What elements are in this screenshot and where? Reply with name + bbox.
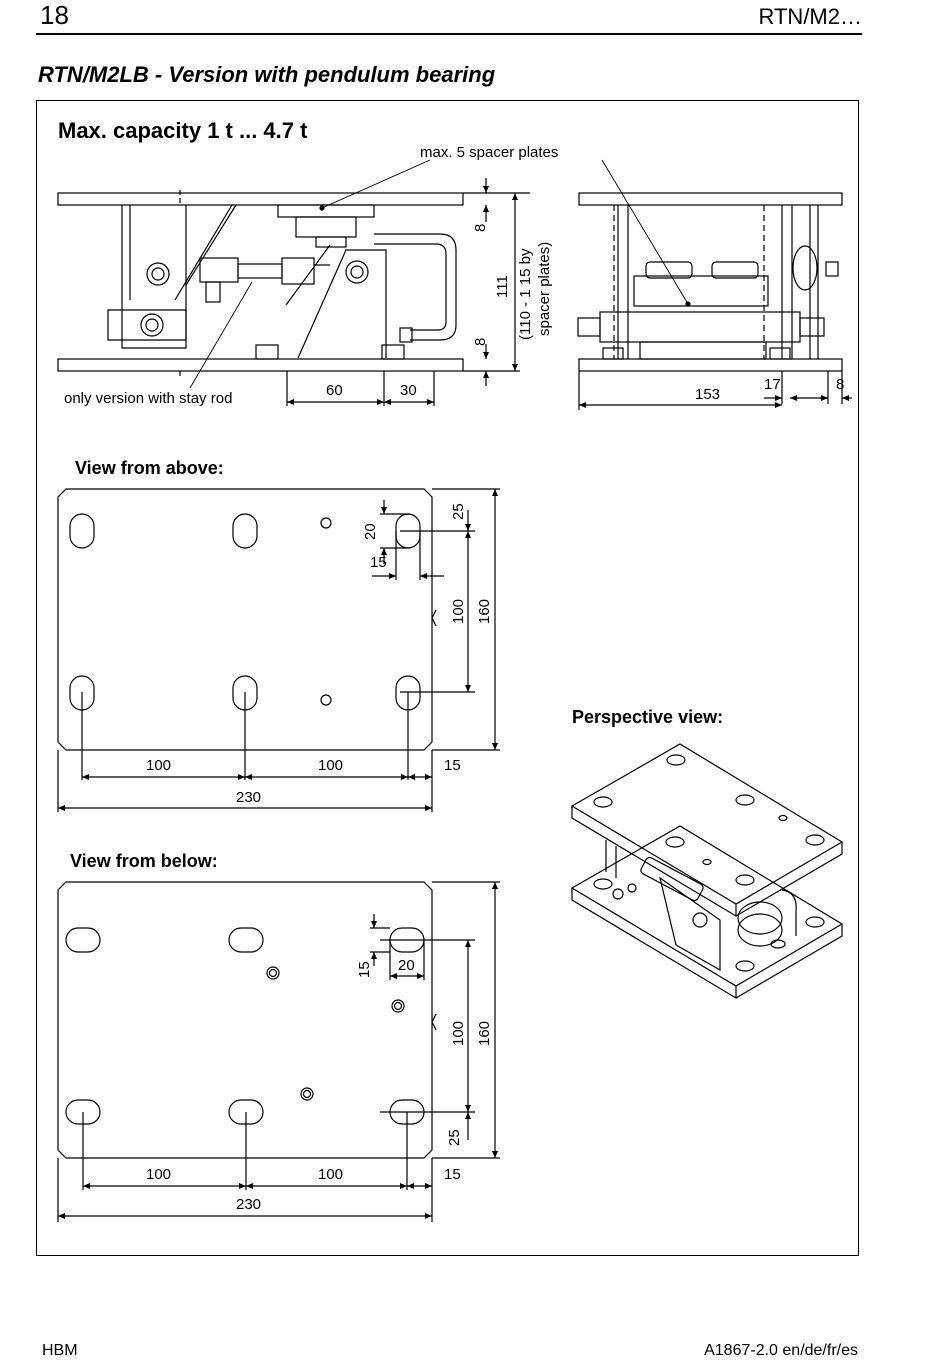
above-dim-160: 160	[476, 598, 493, 624]
footer-brand: HBM	[42, 1342, 78, 1359]
stay-rod-note: only version with stay rod	[64, 390, 233, 407]
below-dim-20: 20	[398, 957, 415, 974]
dim-17: 17	[764, 376, 781, 393]
above-dim-100-right: 100	[318, 757, 344, 774]
above-dim-100-left: 100	[146, 757, 172, 774]
side-view-drawing	[57, 159, 530, 406]
below-dim-160: 160	[476, 1020, 493, 1046]
below-dim-15-slot: 15	[356, 961, 373, 978]
above-dim-15-slot: 15	[370, 554, 387, 571]
below-dim-100-vertical: 100	[450, 1020, 467, 1046]
below-dim-15-edge: 15	[444, 1166, 461, 1183]
figure-frame	[36, 100, 859, 1256]
above-dim-230: 230	[236, 789, 262, 806]
header-rule	[36, 33, 862, 35]
above-dim-25: 25	[450, 503, 467, 520]
running-title: RTN/M2…	[758, 4, 863, 29]
dim-60: 60	[326, 382, 343, 399]
dim-height-note-2: spacer plates)	[536, 241, 553, 336]
view-below-title: View from below:	[70, 851, 218, 871]
footer-doc-id: A1867-2.0 en/de/fr/es	[704, 1342, 858, 1359]
dim-30: 30	[400, 382, 417, 399]
above-dim-20: 20	[362, 523, 379, 540]
dim-8: 8	[836, 376, 845, 393]
section-title: RTN/M2LB - Version with pendulum bearing	[38, 62, 496, 87]
dim-plate-top: 8	[472, 223, 489, 232]
dim-height-note-1: (110 - 1 15 by	[517, 248, 534, 340]
capacity-label: Max. capacity 1 t ... 4.7 t	[58, 118, 308, 143]
below-dim-100-right: 100	[318, 1166, 344, 1183]
page-number: 18	[40, 0, 69, 30]
dim-plate-bottom: 8	[472, 337, 489, 346]
above-dim-15-edge: 15	[444, 757, 461, 774]
above-dim-100-vertical: 100	[450, 598, 467, 624]
dim-height: 111	[494, 275, 511, 298]
spacer-plates-note: max. 5 spacer plates	[420, 144, 559, 161]
below-dim-230: 230	[236, 1196, 262, 1213]
below-dim-100-left: 100	[146, 1166, 172, 1183]
view-below-drawing	[57, 881, 500, 1222]
perspective-drawing	[570, 743, 844, 1000]
dim-153: 153	[695, 386, 721, 403]
view-above-drawing	[57, 488, 500, 812]
perspective-view-title: Perspective view:	[572, 707, 724, 727]
view-above-title: View from above:	[75, 458, 224, 478]
end-view-drawing	[577, 159, 852, 410]
below-dim-25: 25	[446, 1129, 463, 1146]
